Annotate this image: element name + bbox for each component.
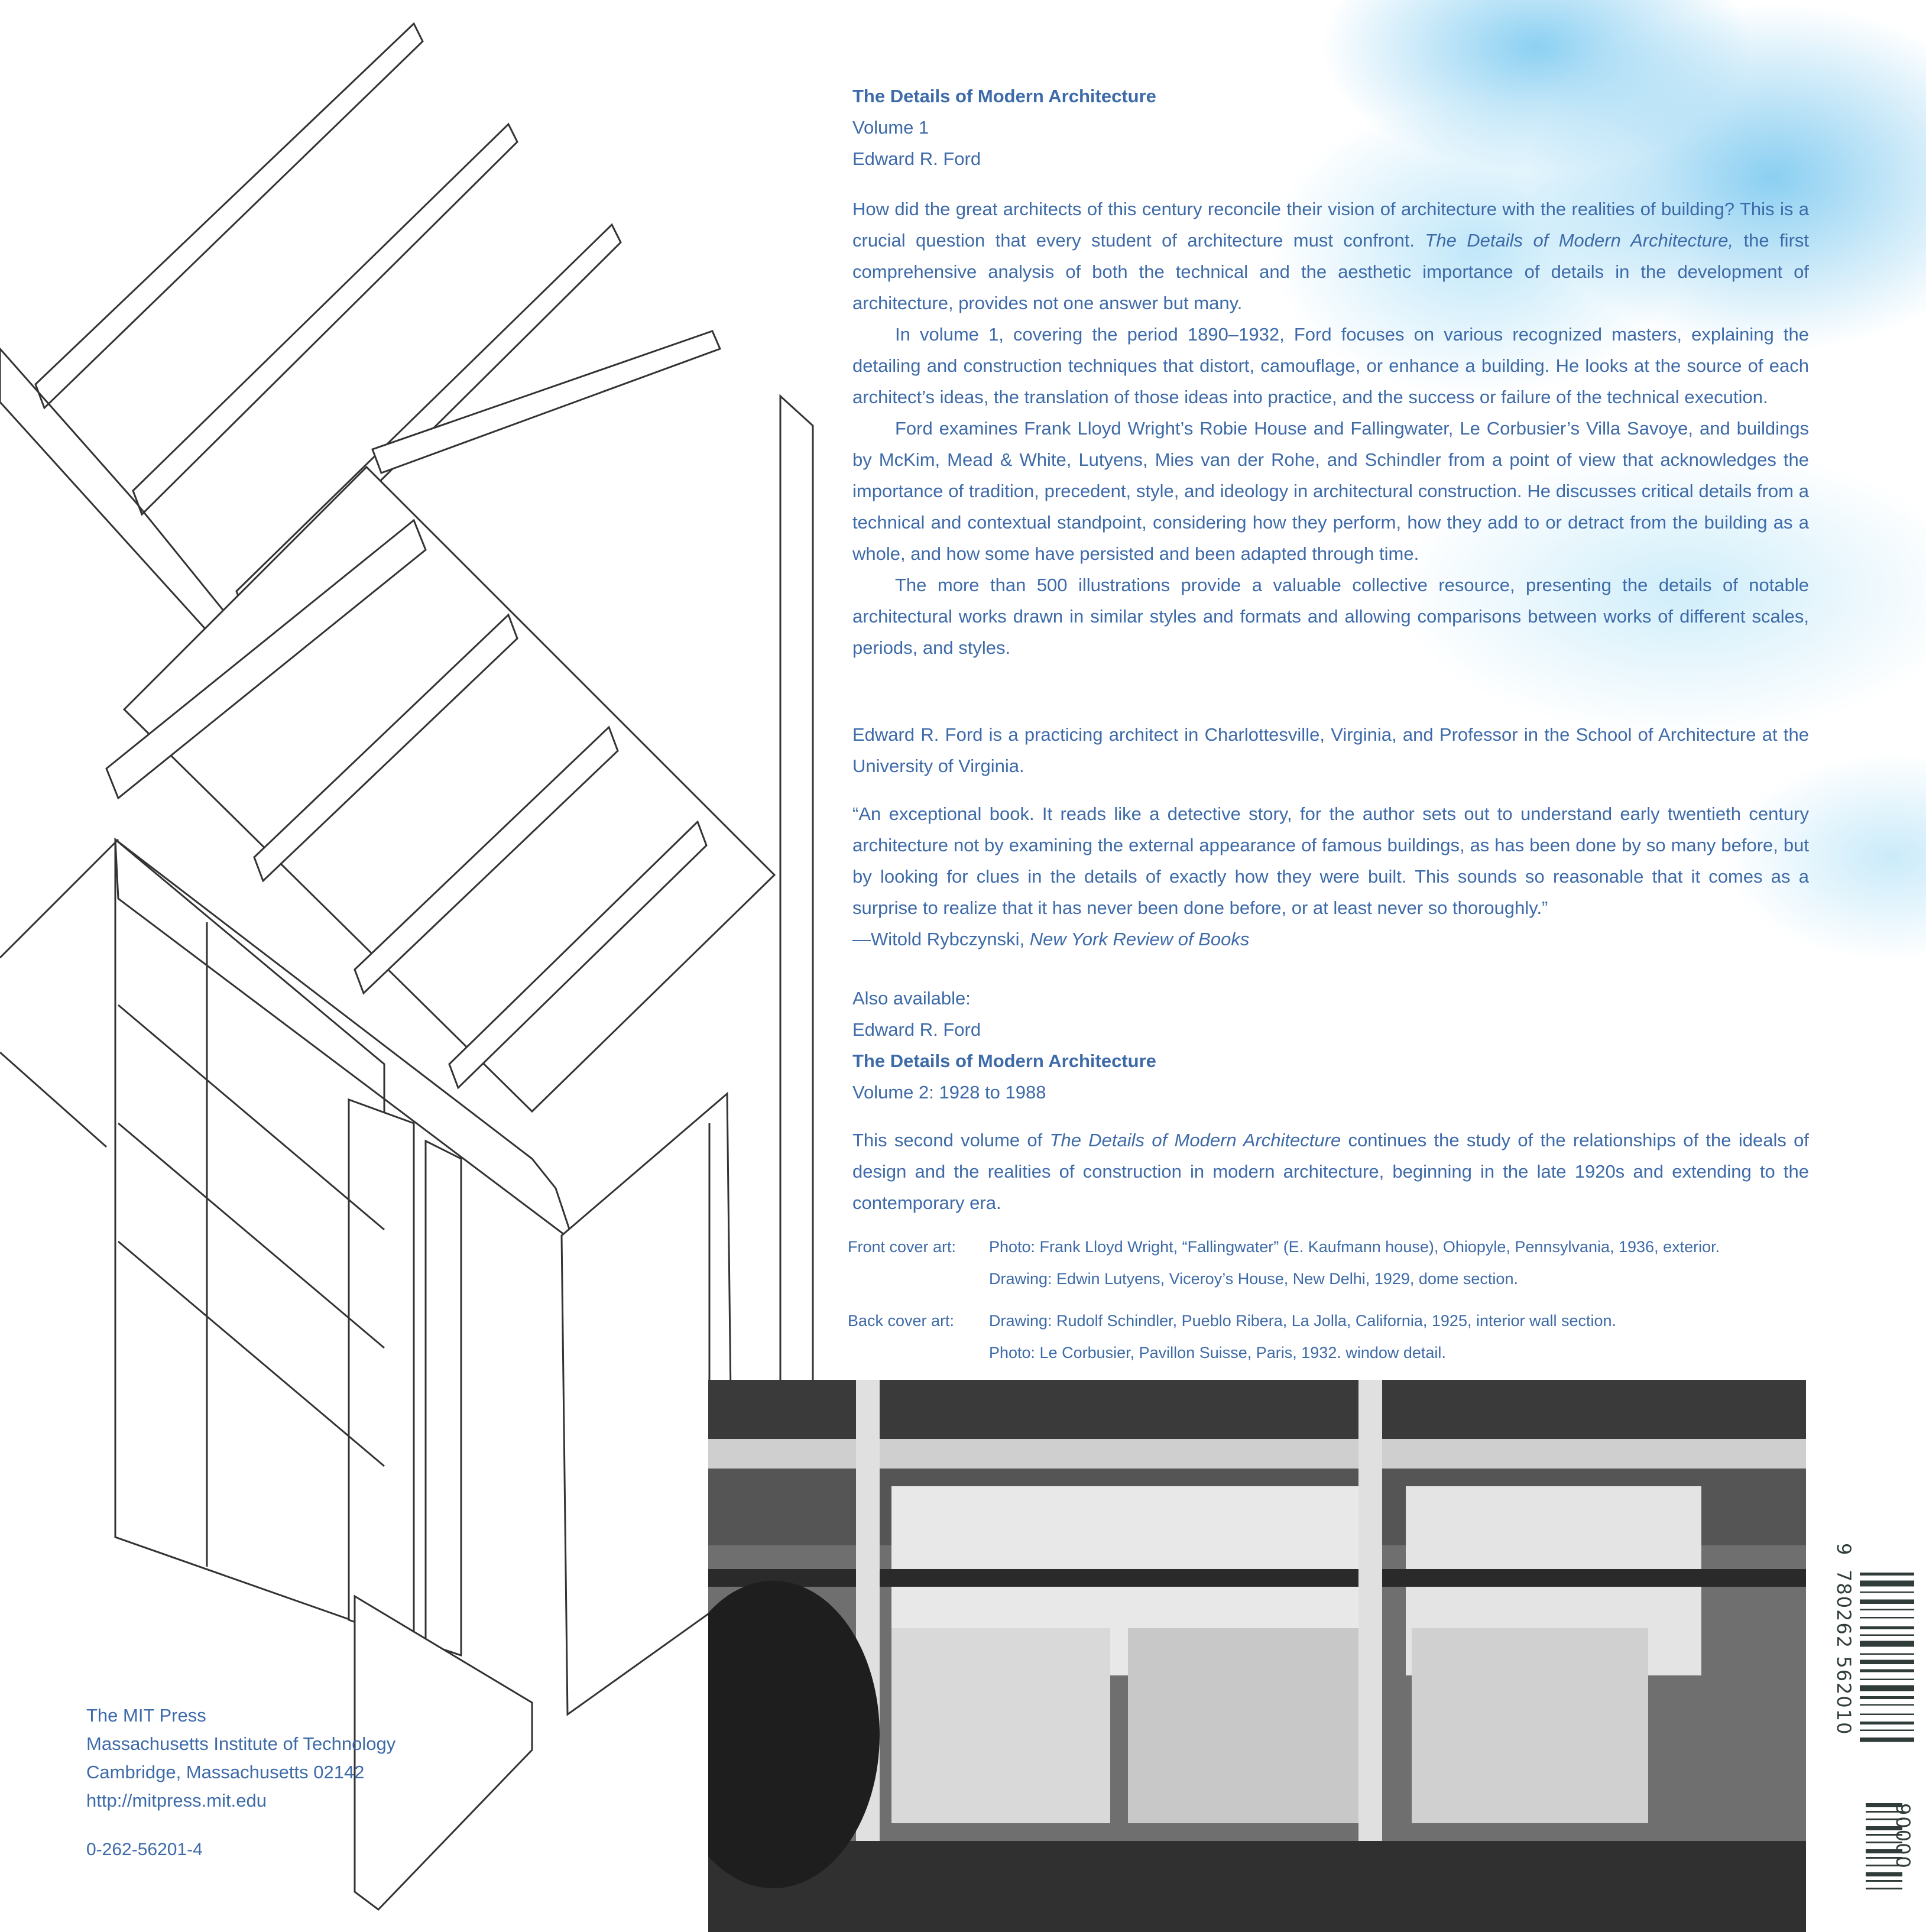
publisher-institution: Massachusetts Institute of Technology xyxy=(86,1733,396,1754)
description-paragraph-3: Ford examines Frank Lloyd Wright’s Robie… xyxy=(852,418,1809,564)
review-quote: “An exceptional book. It reads like a de… xyxy=(852,803,1809,918)
back-cover-credit-2: Photo: Le Corbusier, Pavillon Suisse, Pa… xyxy=(989,1344,1446,1362)
barcode-bar xyxy=(1860,1696,1916,1699)
barcode-addon-bar xyxy=(1866,1888,1902,1889)
barcode-addon-bar xyxy=(1866,1842,1902,1843)
review-attribution: —Witold Rybczynski, New York Review of B… xyxy=(852,929,1250,949)
barcode-bar xyxy=(1860,1653,1916,1655)
barcode-addon-bar xyxy=(1866,1857,1902,1859)
barcode-addon: 90000 xyxy=(1892,1803,1914,1869)
barcode-addon-bar xyxy=(1866,1834,1902,1836)
isbn-barcode: 9 780262 562010 90000 xyxy=(1831,1543,1916,1904)
review-source: New York Review of Books xyxy=(1029,929,1250,949)
publisher-block: The MIT Press Massachusetts Institute of… xyxy=(86,1701,395,1815)
barcode-addon-bar xyxy=(1866,1811,1902,1813)
barcode-bar xyxy=(1860,1722,1916,1724)
wall-section-drawing xyxy=(0,22,814,1911)
barcode-bar xyxy=(1860,1609,1916,1610)
back-cover-label: Back cover art: xyxy=(848,1312,955,1330)
barcode-addon-bar xyxy=(1866,1826,1902,1830)
window-detail-photo xyxy=(708,1380,1806,1932)
front-cover-credit-2: Drawing: Edwin Lutyens, Viceroy’s House,… xyxy=(989,1270,1518,1288)
also-available-title: The Details of Modern Architecture xyxy=(852,1051,1156,1071)
volume-label: Volume 1 xyxy=(852,117,929,138)
barcode-bar xyxy=(1860,1617,1916,1619)
barcode-bar xyxy=(1860,1685,1916,1691)
barcode-bar xyxy=(1860,1704,1916,1706)
volume-2-description: This second volume of The Details of Mod… xyxy=(852,1130,1809,1213)
barcode-bar xyxy=(1860,1599,1916,1604)
back-cover-credit-1: Drawing: Rudolf Schindler, Pueblo Ribera… xyxy=(989,1312,1617,1330)
barcode-bar xyxy=(1860,1573,1916,1576)
front-cover-credit-1: Photo: Frank Lloyd Wright, “Fallingwater… xyxy=(989,1238,1720,1256)
barcode-bar xyxy=(1860,1659,1916,1664)
description-paragraph-2: In volume 1, covering the period 1890–19… xyxy=(852,324,1809,407)
barcode-addon-bar xyxy=(1866,1880,1902,1882)
also-available-label: Also available: xyxy=(852,988,971,1009)
barcode-bar xyxy=(1860,1669,1916,1672)
book-title: The Details of Modern Architecture xyxy=(852,86,1156,106)
barcode-bar xyxy=(1860,1634,1916,1636)
barcode-addon-bar xyxy=(1866,1818,1902,1820)
isbn: 0-262-56201-4 xyxy=(86,1840,203,1859)
barcode-bar xyxy=(1860,1641,1916,1647)
barcode-bar xyxy=(1860,1729,1916,1731)
barcode-bar xyxy=(1860,1678,1916,1680)
barcode-addon-bar xyxy=(1866,1865,1902,1866)
also-available-author: Edward R. Ford xyxy=(852,1019,981,1040)
publisher-name: The MIT Press xyxy=(86,1705,206,1726)
front-cover-label: Front cover art: xyxy=(848,1238,956,1256)
barcode-bar xyxy=(1860,1713,1916,1715)
author-bio: Edward R. Ford is a practicing architect… xyxy=(852,724,1809,776)
barcode-prefix: 9 xyxy=(1833,1543,1855,1557)
barcode-bar xyxy=(1860,1737,1916,1742)
also-available-volume: Volume 2: 1928 to 1988 xyxy=(852,1082,1046,1103)
description-paragraph-4: The more than 500 illustrations provide … xyxy=(852,575,1809,658)
description-paragraph-1: How did the great architects of this cen… xyxy=(852,199,1810,313)
barcode-bar xyxy=(1860,1591,1916,1593)
publisher-city: Cambridge, Massachusetts 02142 xyxy=(86,1762,365,1782)
barcode-addon-bar xyxy=(1866,1872,1902,1876)
barcode-addon-bar xyxy=(1866,1803,1902,1807)
barcode-digits: 780262 562010 xyxy=(1833,1570,1855,1736)
barcode-addon-bar xyxy=(1866,1849,1902,1853)
author-name: Edward R. Ford xyxy=(852,148,981,169)
barcode-bar xyxy=(1860,1580,1916,1587)
publisher-url[interactable]: http://mitpress.mit.edu xyxy=(86,1790,267,1811)
barcode-bar xyxy=(1860,1626,1916,1629)
